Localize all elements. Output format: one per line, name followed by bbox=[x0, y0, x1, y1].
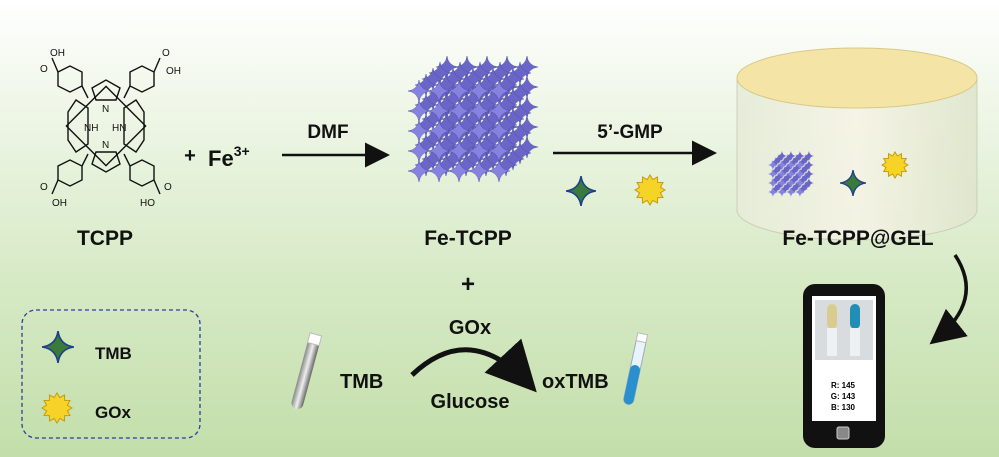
o-label: O bbox=[40, 64, 48, 75]
fe3-label: Fe3+ bbox=[208, 143, 250, 171]
rgb-g: G: 143 bbox=[831, 392, 856, 401]
tcpp-molecule: OH O O OH O OH O HO NH HN N N bbox=[40, 48, 181, 209]
n-label: N bbox=[102, 140, 109, 151]
tmb-label: TMB bbox=[340, 371, 383, 393]
o-label: O bbox=[164, 182, 172, 193]
legend-tmb: TMB bbox=[95, 344, 132, 363]
oh-label: OH bbox=[50, 48, 65, 59]
smartphone: R: 145 G: 143 B: 130 bbox=[803, 284, 885, 448]
gox-sun-icon bbox=[881, 151, 909, 179]
reaction-arrow bbox=[410, 338, 537, 393]
oxtmb-tube-icon bbox=[623, 332, 649, 405]
oh-label: OH bbox=[166, 66, 181, 77]
gox-sun-icon bbox=[634, 174, 666, 206]
fe-tcpp-label: Fe-TCPP bbox=[424, 227, 512, 250]
fe-tcpp-mof-cube bbox=[408, 56, 538, 182]
tmb-star-icon bbox=[566, 176, 596, 206]
plus-sign-2: + bbox=[461, 271, 475, 298]
vials-photo bbox=[815, 300, 873, 360]
yellow-sun-icon bbox=[41, 392, 73, 424]
oh-label: OH bbox=[52, 198, 67, 209]
o-label: O bbox=[40, 182, 48, 193]
tmb-tube-icon bbox=[291, 332, 323, 410]
to-phone-arrow bbox=[929, 254, 968, 345]
rgb-b: B: 130 bbox=[831, 403, 856, 412]
nh-label: NH bbox=[84, 123, 98, 134]
glucose-label: Glucose bbox=[431, 391, 510, 413]
plus-sign: + bbox=[184, 145, 196, 167]
home-button[interactable] bbox=[836, 426, 850, 440]
n-label: N bbox=[102, 104, 109, 115]
hn-label: HN bbox=[112, 123, 126, 134]
fe-tcpp-gel-label: Fe-TCPP@GEL bbox=[782, 227, 933, 250]
dmf-label: DMF bbox=[307, 122, 348, 143]
green-star-icon bbox=[42, 331, 74, 363]
hydrogel-disc bbox=[736, 47, 978, 241]
ho-label: HO bbox=[140, 198, 155, 209]
oxtmb-label: oxTMB bbox=[542, 371, 609, 393]
tcpp-label: TCPP bbox=[77, 227, 133, 250]
legend-gox: GOx bbox=[95, 403, 131, 422]
rgb-r: R: 145 bbox=[831, 381, 856, 390]
gox-label: GOx bbox=[449, 317, 491, 339]
o-label: O bbox=[162, 48, 170, 59]
gmp-label: 5’-GMP bbox=[597, 122, 663, 143]
